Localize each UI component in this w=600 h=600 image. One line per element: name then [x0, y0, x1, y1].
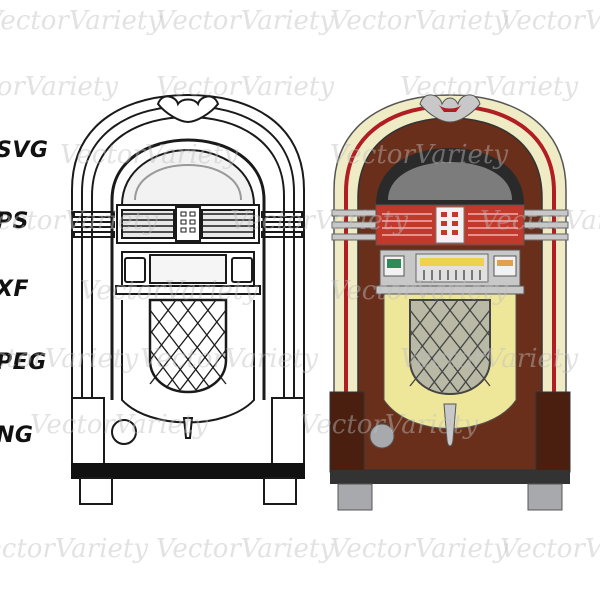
format-label-svg: SVG	[0, 138, 49, 163]
format-label-png: NG	[0, 423, 34, 448]
format-label-dxf: XF	[0, 277, 29, 302]
format-label-jpeg: PEG	[0, 350, 47, 375]
format-label-eps: PS	[0, 209, 29, 234]
